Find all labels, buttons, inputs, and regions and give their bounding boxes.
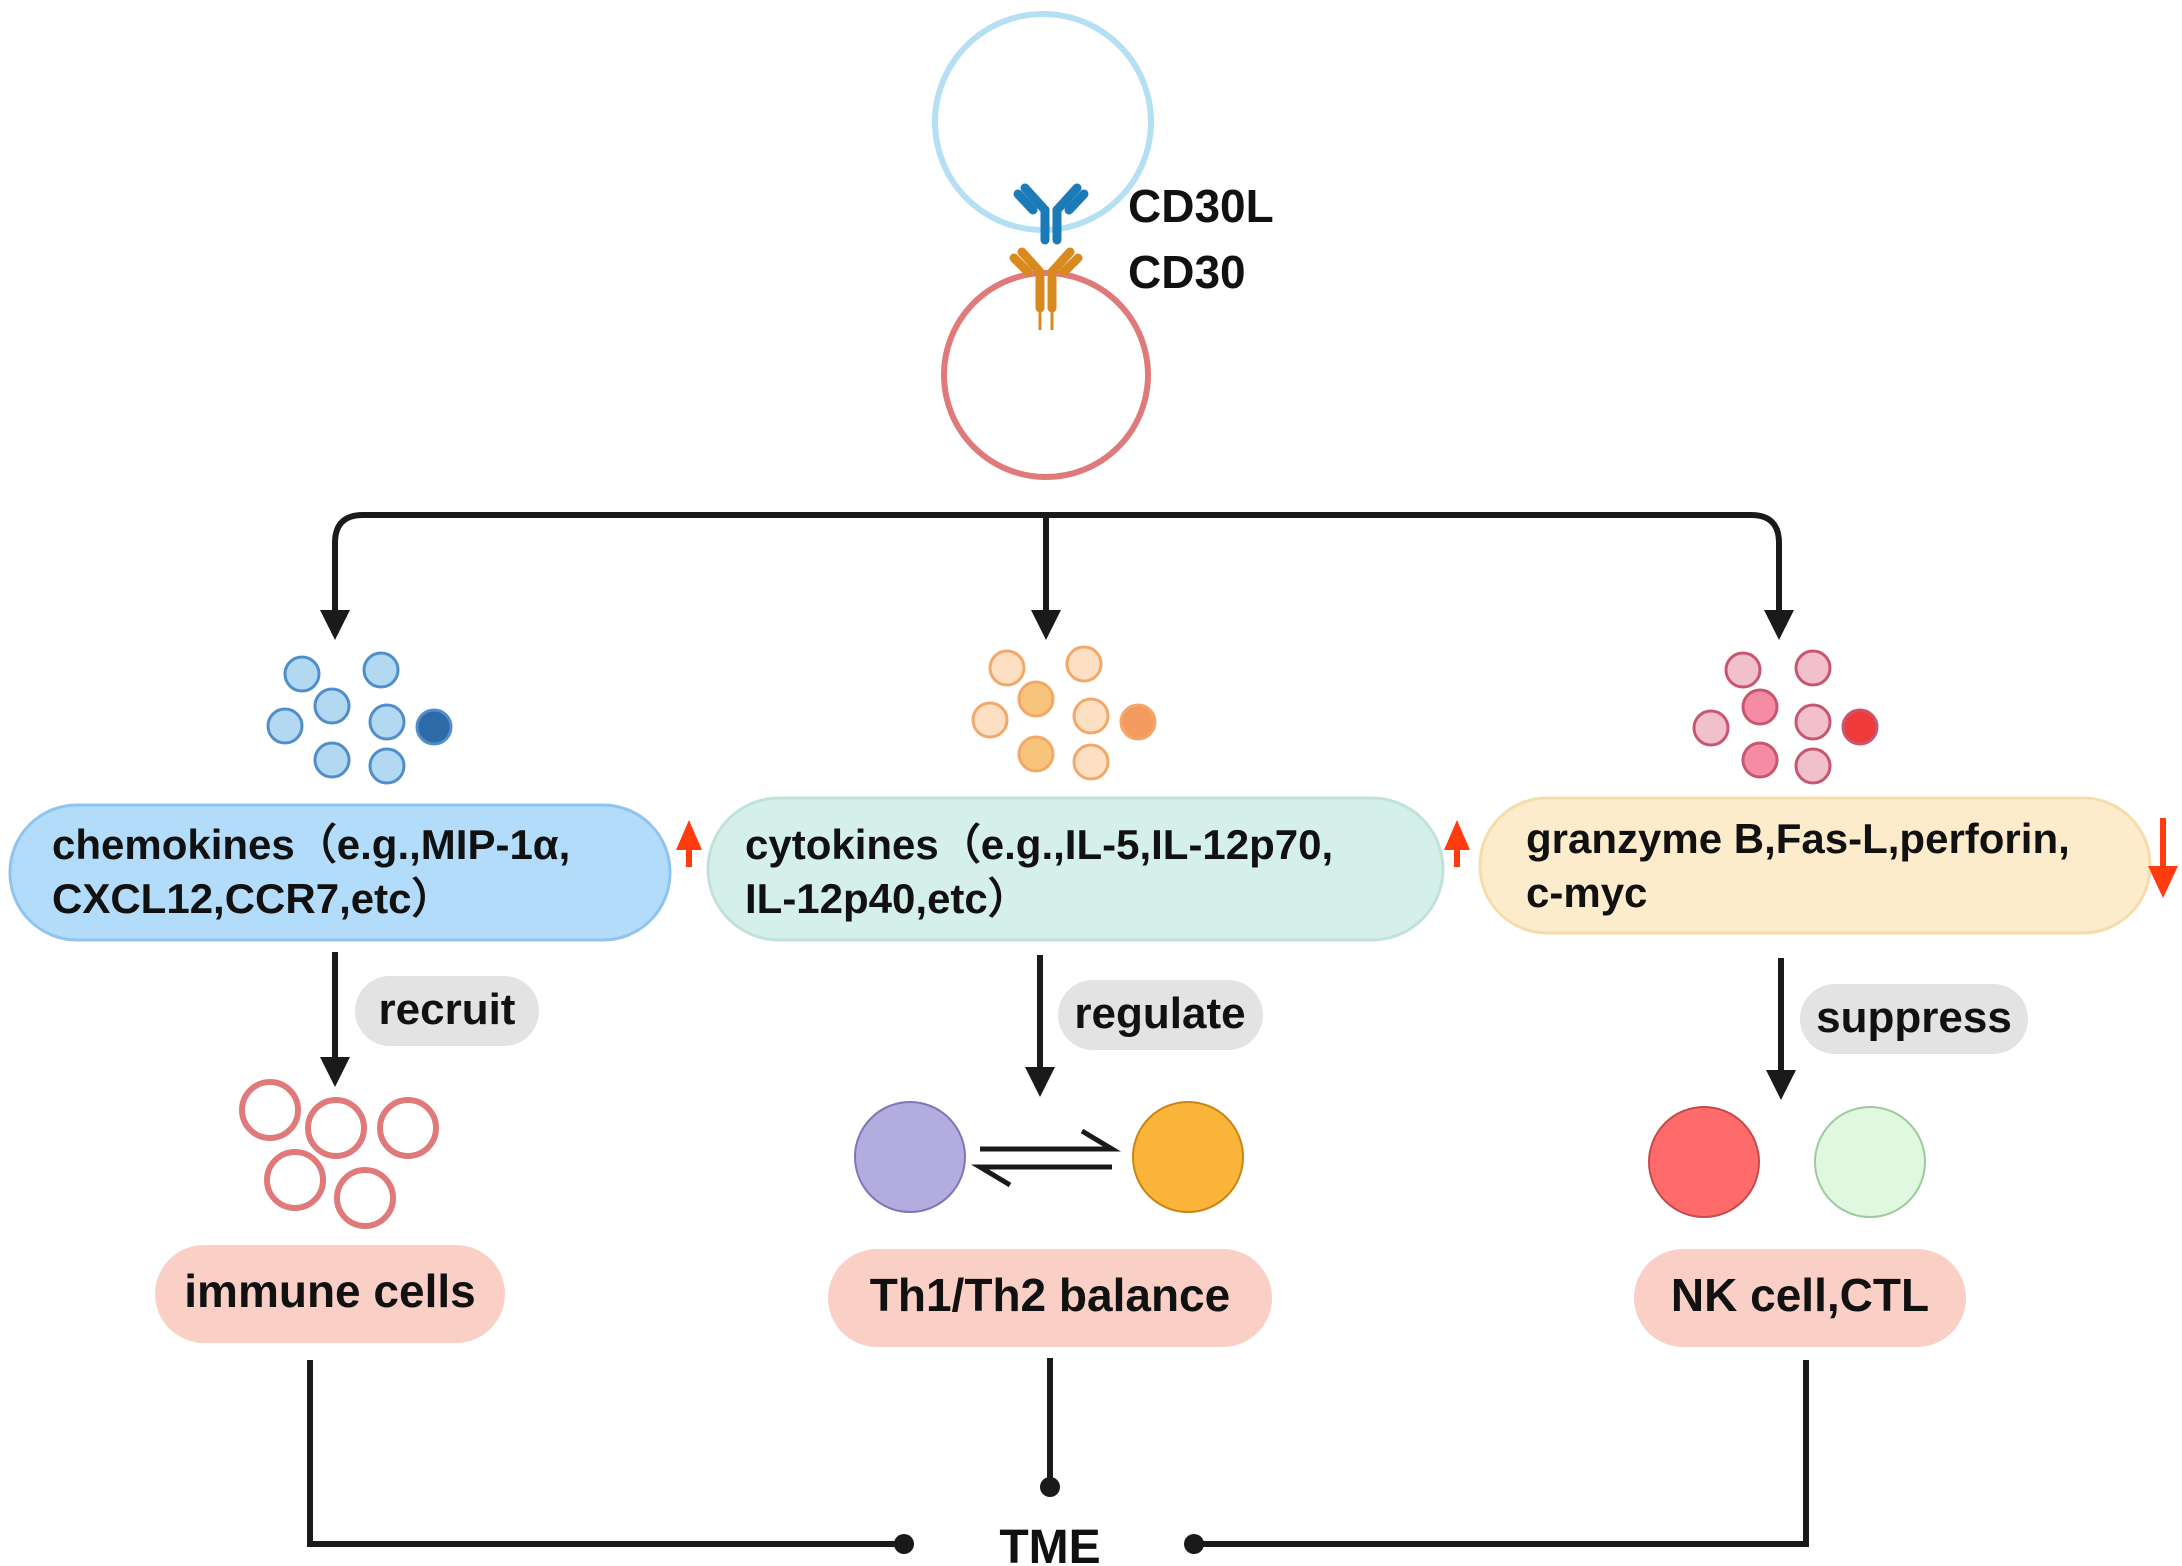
nk-ctl-pill [1634,1249,1966,1347]
regulate-label: regulate [1074,989,1245,1038]
down-arrow-icon [2148,818,2178,898]
cytokines-text: cytokines（e.g.,IL-5,IL-12p70, IL-12p40,e… [745,818,1333,926]
immune-cells-label: immune cells [184,1265,475,1317]
recruit-label: recruit [379,985,516,1034]
th2-cell-icon [1132,1101,1244,1213]
cd30-receptor-icon [1009,247,1083,313]
effector-molecules-icon [1692,649,1879,785]
cytokines-pill [706,796,1445,942]
tme-connector [307,1358,1809,1547]
th-balance-label: Th1/Th2 balance [870,1269,1230,1321]
tme-endpoint-right [1184,1534,1204,1554]
effector-pill [1478,796,2152,935]
chemokines-text: chemokines（e.g.,MIP-1α, CXCL12,CCR7,etc） [52,818,570,926]
cd30l-label: CD30L [1128,180,1274,232]
cytokines-line-1: cytokines（e.g.,IL-5,IL-12p70, [745,821,1334,868]
chemokines-pill [8,803,672,942]
tme-endpoint-left [894,1534,914,1554]
effector-line-1: granzyme B,Fas-L,perforin, [1526,815,2070,862]
effector-line-2: c-myc [1526,869,1648,916]
up-arrow-icon [1444,820,1470,867]
equilibrium-arrows-icon [970,1128,1122,1188]
immune-cells-pill [155,1245,505,1343]
recruit-tag [355,976,539,1046]
chemokine-molecules-icon [266,651,453,785]
chemokines-line-1: chemokines（e.g.,MIP-1α, [52,821,571,868]
immune-cells-icon [239,1079,439,1229]
th1-cell-icon [854,1101,966,1213]
tumor-cell [941,270,1151,480]
cytokine-molecules-icon [971,645,1157,781]
up-arrow-icon [676,820,702,867]
branch-connector [320,512,1794,640]
ctl-cell-icon [1814,1106,1926,1218]
suppress-tag [1800,984,2028,1054]
tme-endpoint-center [1040,1477,1060,1497]
nk-cell-icon [1648,1106,1760,1218]
ligand-cell [932,11,1154,233]
cd30-label: CD30 [1128,246,1246,298]
suppress-label: suppress [1816,993,2012,1042]
nk-ctl-label: NK cell,CTL [1671,1269,1929,1321]
regulate-tag [1058,980,1263,1050]
cytokines-line-2: IL-12p40,etc） [745,875,1030,922]
effector-text: granzyme B,Fas-L,perforin, c-myc [1526,812,2070,920]
tme-label: TME [999,1521,1100,1566]
action-arrows [320,952,1796,1100]
chemokines-line-2: CXCL12,CCR7,etc） [52,875,454,922]
cd30l-ligand-icon [1013,183,1089,245]
th-balance-pill [828,1249,1272,1347]
